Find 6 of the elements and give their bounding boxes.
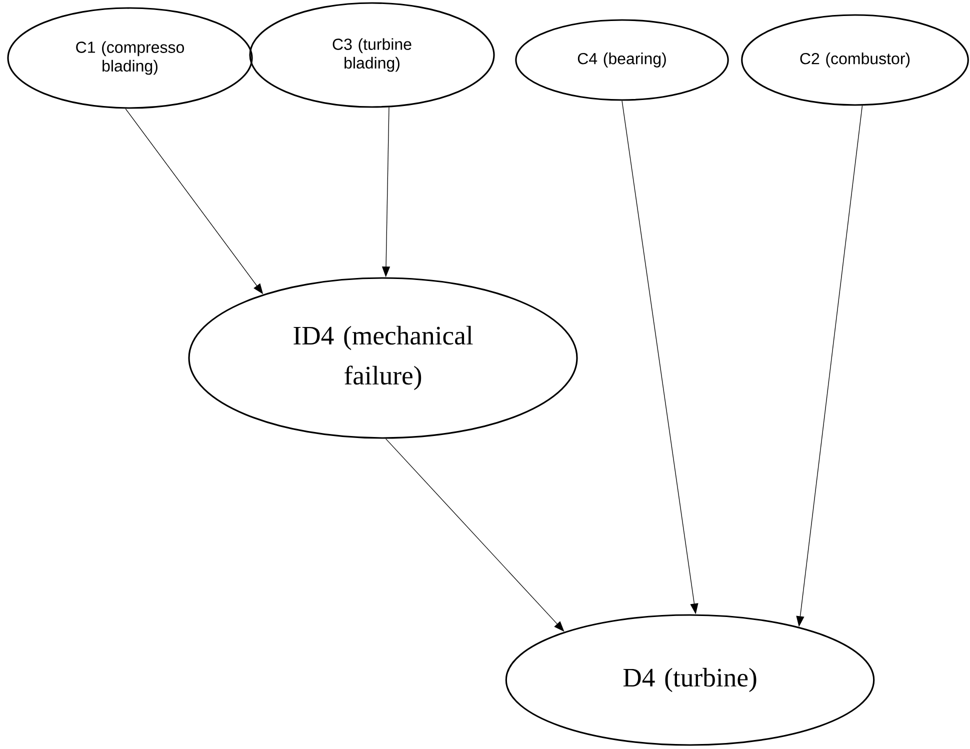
ellipse-node: C4 (bearing)	[515, 19, 729, 101]
ellipse-node: ID4 (mechanical failure)	[188, 277, 578, 439]
ellipse-node: C3 (turbine blading)	[249, 2, 495, 108]
ellipse-node: C1 (compresso blading)	[7, 7, 253, 109]
ellipse-node: C2 (combustor)	[741, 14, 969, 106]
ellipse-node: D4 (turbine)	[505, 614, 875, 746]
